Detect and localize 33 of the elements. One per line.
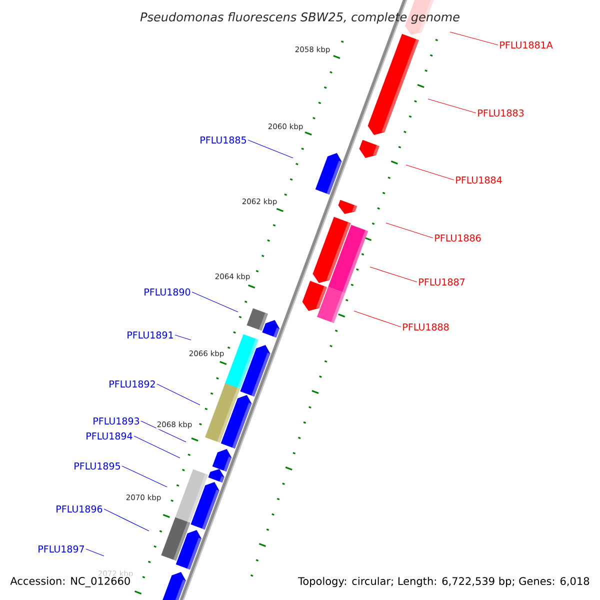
leader-line: [406, 164, 454, 180]
gene-label: PFLU1894: [86, 432, 132, 440]
leader-line: [140, 420, 186, 442]
gene-label: PFLU1886: [435, 234, 481, 242]
leader-line: [450, 32, 498, 46]
gene-label: PFLU1892: [110, 380, 155, 388]
leader-line: [104, 508, 150, 532]
gene-label: PFLU1881A: [500, 41, 553, 49]
gene-label: PFLU1895: [74, 462, 120, 470]
accession-text: Accession: NC_012660: [9, 576, 132, 588]
title: Pseudomonas fluorescens SBW25, complete genome: [140, 12, 460, 24]
gene-label: PFLU1888: [403, 323, 449, 331]
genome-info-text: Topology: circular; Length: 6,722,539 bp; Genes: 6,018: [297, 576, 591, 588]
leader-line: [248, 140, 294, 158]
leader-line: [354, 310, 402, 328]
gene-label: PFLU1885: [200, 136, 246, 144]
leader-line: [192, 292, 238, 312]
leader-line: [86, 548, 104, 556]
leader-line: [122, 466, 168, 488]
gene-label: PFLU1893: [94, 417, 140, 425]
gene-label: PFLU1897: [38, 545, 84, 553]
gene-label: PFLU1883: [478, 109, 524, 117]
gene-label: PFLU1891: [128, 331, 173, 339]
leader-line: [174, 334, 192, 340]
gene-label: PFLU1887: [419, 278, 465, 286]
leader-line: [386, 222, 434, 238]
leader-line: [156, 384, 200, 406]
gene-label: PFLU1884: [456, 176, 502, 184]
leader-line: [134, 436, 180, 458]
leader-line: [370, 266, 418, 282]
leader-line: [428, 98, 476, 114]
gene-label: PFLU1890: [144, 288, 190, 296]
gene-label: PFLU1896: [56, 505, 102, 513]
